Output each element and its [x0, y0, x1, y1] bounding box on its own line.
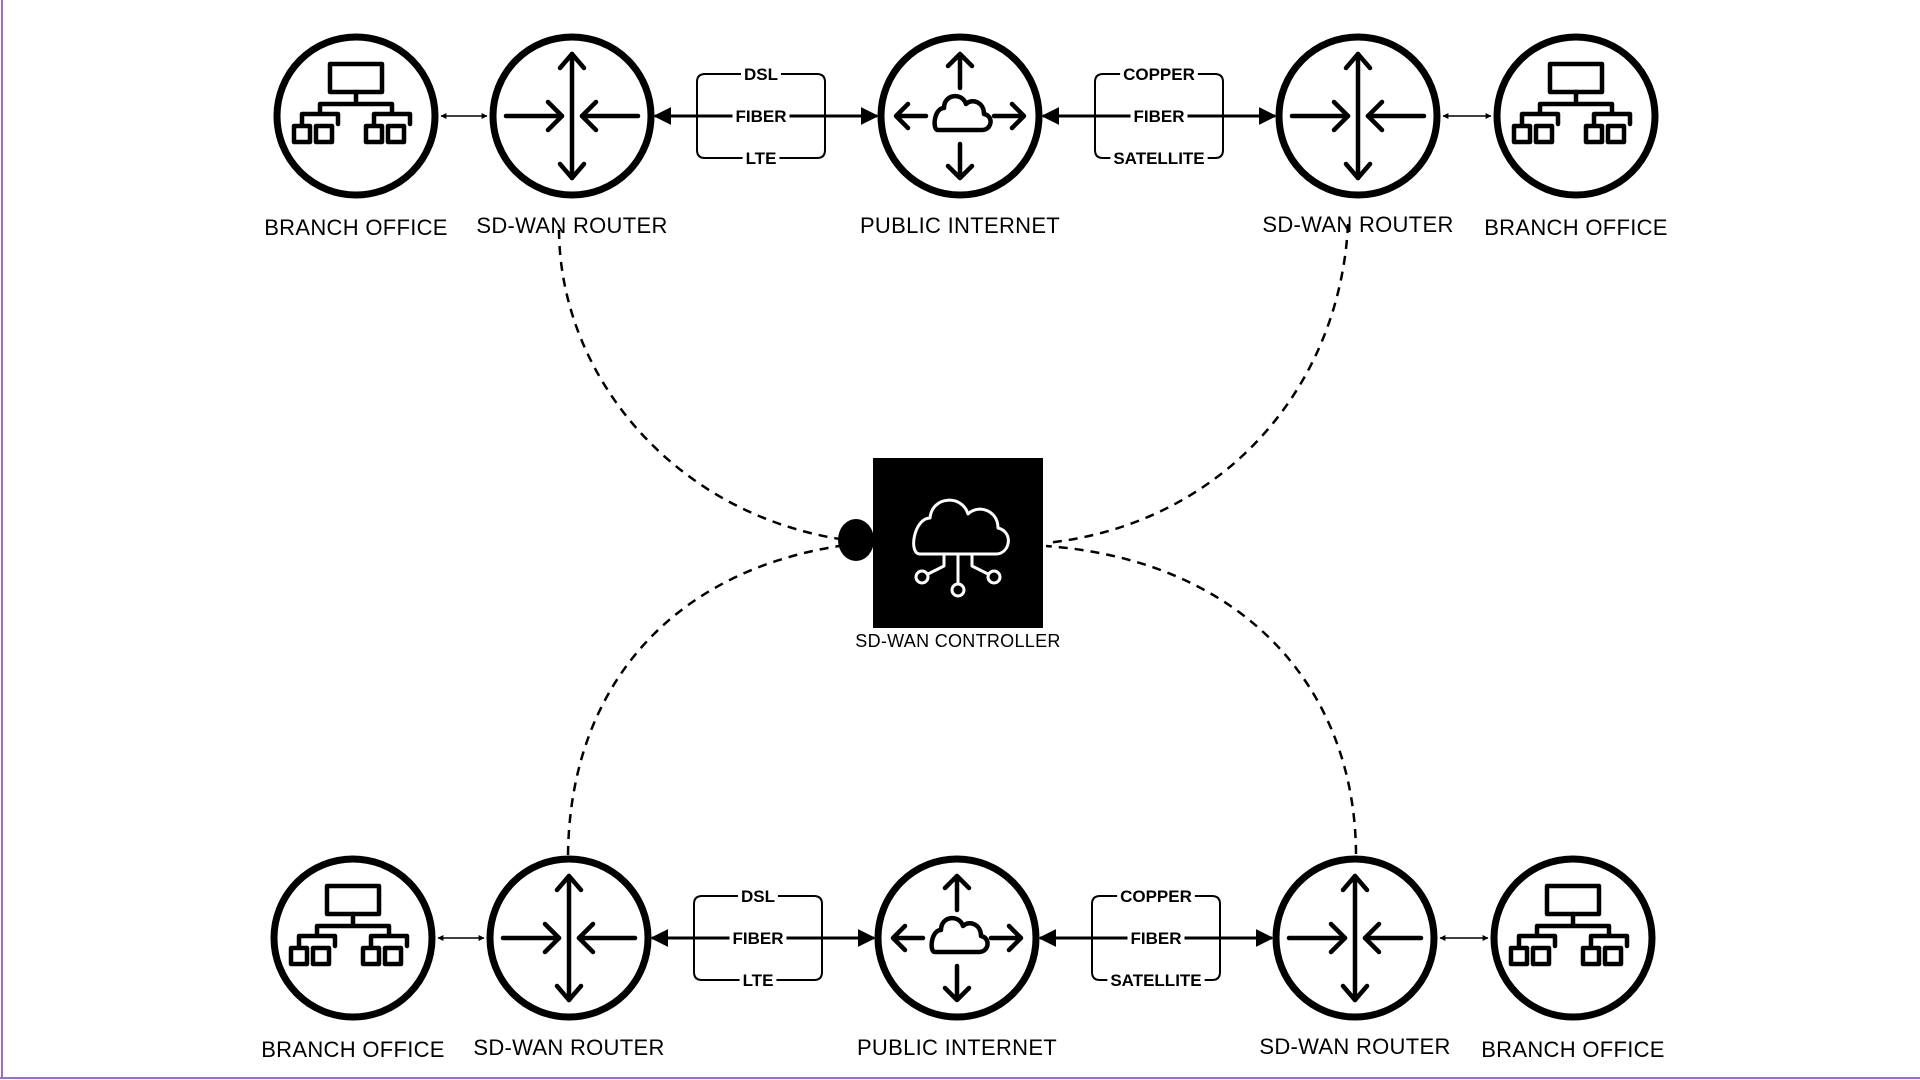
link-bracket [696, 73, 826, 159]
control-link-top-right [1045, 223, 1350, 545]
public-internet-label: PUBLIC INTERNET [860, 213, 1060, 238]
branch-office-left-label: BRANCH OFFICE [264, 215, 448, 240]
sd-wan-router-right-label: SD-WAN ROUTER [1259, 1034, 1450, 1059]
branch-office-left[interactable]: BRANCH OFFICE [261, 855, 445, 1062]
link-bracket [1091, 895, 1221, 981]
public-internet-label: PUBLIC INTERNET [857, 1035, 1057, 1060]
network-row-1: DSL FIBER LTE COPPER FIBER SATELLITE BRANCH OF… [264, 33, 1668, 240]
branch-office-right-ring [1493, 33, 1659, 199]
controller-port [838, 519, 874, 561]
sd-wan-router-left[interactable]: SD-WAN ROUTER [476, 33, 667, 238]
control-link-bottom-left [566, 542, 855, 856]
link-label-left-2: LTE [746, 149, 777, 168]
controller-box [873, 458, 1043, 628]
sd-wan-router-left-label: SD-WAN ROUTER [473, 1035, 664, 1060]
network-row-2: DSL FIBER LTE COPPER FIBER SATELLITE BRANCH OF… [261, 855, 1665, 1062]
link-bracket [1094, 73, 1224, 159]
branch-office-right[interactable]: BRANCH OFFICE [1484, 33, 1668, 240]
link-label-right-1: FIBER [1134, 107, 1185, 126]
link-label-bg [742, 149, 780, 168]
link-label-right-2: SATELLITE [1113, 149, 1204, 168]
link-label-bg [1127, 929, 1185, 948]
branch-office-right-label: BRANCH OFFICE [1484, 215, 1668, 240]
branch-office-left[interactable]: BRANCH OFFICE [264, 33, 448, 240]
link-label-bg [729, 929, 787, 948]
sd-wan-router-left[interactable]: SD-WAN ROUTER [473, 855, 664, 1060]
link-label-left-2: LTE [743, 971, 774, 990]
link-label-bg [1107, 971, 1205, 990]
link-label-bg [1130, 107, 1188, 126]
link-label-bg [1117, 887, 1195, 906]
link-label-left-1: FIBER [736, 107, 787, 126]
branch-office-right[interactable]: BRANCH OFFICE [1481, 855, 1665, 1062]
link-label-bg [741, 65, 781, 84]
link-label-left-0: DSL [741, 887, 775, 906]
branch-office-right-label: BRANCH OFFICE [1481, 1037, 1665, 1062]
public-internet-ring [874, 855, 1040, 1021]
sd-wan-router-right[interactable]: SD-WAN ROUTER [1262, 33, 1453, 237]
branch-office-left-label: BRANCH OFFICE [261, 1037, 445, 1062]
branch-office-right-ring [1490, 855, 1656, 1021]
link-label-bg [1110, 149, 1208, 168]
link-label-bg [739, 971, 777, 990]
cloud-network-icon [912, 498, 1010, 598]
link-label-bg [732, 107, 790, 126]
branch-office-left-ring [273, 33, 439, 199]
public-internet[interactable]: PUBLIC INTERNET [857, 855, 1057, 1060]
control-link-top-left [557, 229, 855, 543]
link-bracket [693, 895, 823, 981]
wan-links-right: COPPER FIBER SATELLITE [1091, 887, 1221, 990]
public-internet-ring [877, 33, 1043, 199]
link-label-right-0: COPPER [1120, 887, 1192, 906]
sd-wan-router-right-label: SD-WAN ROUTER [1262, 212, 1453, 237]
public-internet[interactable]: PUBLIC INTERNET [860, 33, 1060, 238]
link-label-left-0: DSL [744, 65, 778, 84]
branch-office-left-ring [270, 855, 436, 1021]
sd-wan-controller[interactable]: SD-WAN CONTROLLER [838, 458, 1061, 651]
wan-links-left: DSL FIBER LTE [693, 887, 823, 990]
link-label-bg [738, 887, 778, 906]
link-label-left-1: FIBER [733, 929, 784, 948]
controller-label: SD-WAN CONTROLLER [855, 631, 1060, 651]
sd-wan-router-left-label: SD-WAN ROUTER [476, 213, 667, 238]
sd-wan-router-right[interactable]: SD-WAN ROUTER [1259, 855, 1450, 1059]
link-label-right-2: SATELLITE [1110, 971, 1201, 990]
link-label-bg [1120, 65, 1198, 84]
control-link-bottom-right [1045, 544, 1358, 855]
link-label-right-0: COPPER [1123, 65, 1195, 84]
wan-links-right: COPPER FIBER SATELLITE [1094, 65, 1224, 168]
link-label-right-1: FIBER [1131, 929, 1182, 948]
wan-links-left: DSL FIBER LTE [696, 65, 826, 168]
